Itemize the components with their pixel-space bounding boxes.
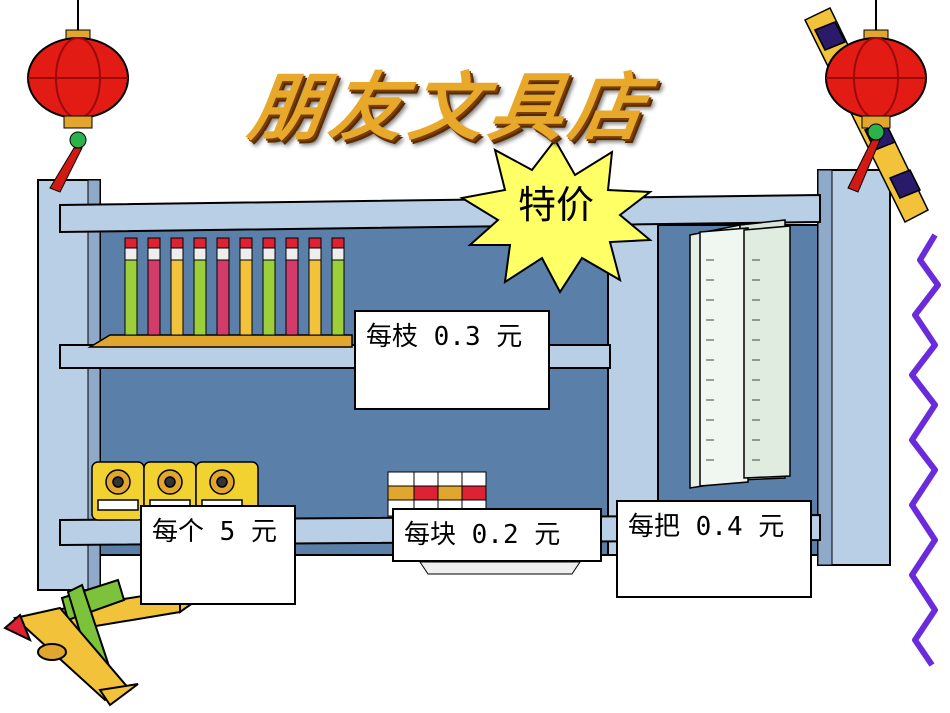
squiggle-decoration — [909, 233, 941, 667]
special-offer-label: 特价 — [517, 183, 594, 227]
ruler-price-tag: 每把 0.4 元 — [616, 500, 812, 598]
pencil-icon — [124, 237, 345, 336]
pencil-price-tag: 每枝 0.3 元 — [354, 310, 550, 410]
eraser-price-tag: 每块 0.2 元 — [392, 508, 602, 562]
ruler-icon — [689, 219, 791, 489]
shop-title: 朋友文具店 — [243, 65, 657, 151]
lantern-icon — [27, 0, 129, 193]
sharpener-price-tag: 每个 5 元 — [140, 505, 296, 605]
lantern-icon — [825, 0, 927, 193]
special-offer-burst — [459, 138, 653, 294]
